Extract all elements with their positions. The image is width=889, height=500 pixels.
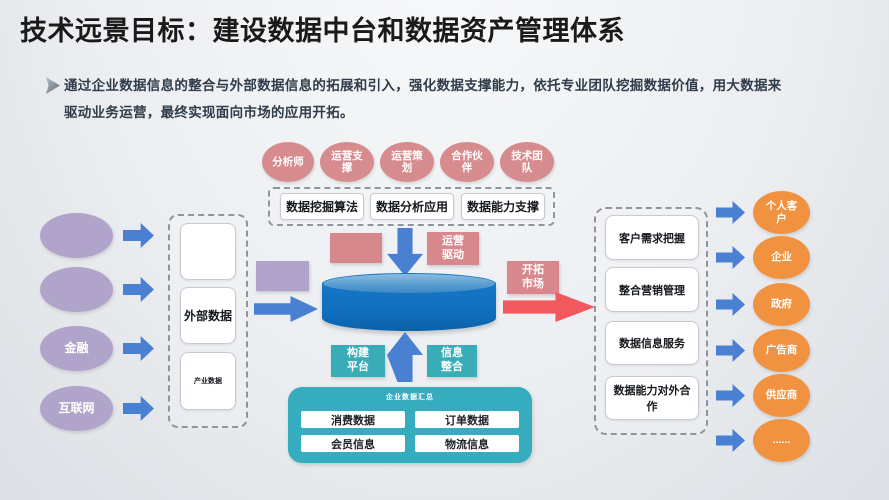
role-partner: 合作伙伴 [440, 142, 494, 182]
info-integration-label: 信息整合 [427, 345, 477, 377]
service-marketing-mgmt: 整合营销管理 [605, 267, 699, 312]
arrow-right-red-icon [503, 292, 595, 322]
service-external-coop: 数据能力对外合作 [605, 376, 699, 420]
customer-more: ...... [753, 419, 810, 462]
service-data-info: 数据信息服务 [605, 321, 699, 365]
arrow-right-icon [123, 336, 154, 361]
purple-connector-rect [256, 261, 309, 291]
arrow-up-icon [387, 332, 423, 382]
capability-data-mining: 数据挖掘算法 [280, 193, 364, 220]
arrow-right-icon [716, 339, 745, 362]
cylinder-top [322, 273, 496, 294]
customer-enterprise: 企业 [753, 236, 810, 279]
arrow-right-icon [716, 201, 745, 224]
cell-member-info: 会员信息 [301, 435, 405, 452]
operation-drive-label: 运营驱动 [427, 232, 479, 265]
external-data-empty-box [180, 223, 236, 280]
source-internet: 互联网 [40, 386, 113, 431]
role-tech-team: 技术团队 [500, 142, 554, 182]
arrow-down-icon [387, 228, 423, 276]
customer-personal: 个人客户 [753, 191, 810, 234]
arrow-right-icon [716, 293, 745, 316]
cell-logistics-info: 物流信息 [415, 435, 519, 452]
enterprise-data-title: 企业数据汇总 [386, 394, 434, 401]
arrow-right-icon [716, 246, 745, 269]
cell-order-data: 订单数据 [415, 411, 519, 428]
arrow-right-icon [123, 223, 154, 248]
market-expand-label: 开拓市场 [507, 261, 559, 294]
source-ellipse-2 [40, 267, 113, 312]
external-data-box: 外部数据 [180, 287, 236, 344]
arrow-right-icon [254, 296, 318, 322]
intro-line-1: 通过企业数据信息的整合与外部数据信息的拓展和引入，强化数据支撑能力，依托专业团队… [64, 78, 782, 93]
build-platform-label: 构建平台 [331, 345, 385, 377]
industry-data-box: 产业数据 [180, 352, 236, 410]
role-operation-planning: 运营策划 [380, 142, 434, 182]
capability-data-support: 数据能力支撑 [461, 193, 545, 220]
data-platform-cylinder [322, 273, 496, 331]
capability-data-analysis: 数据分析应用 [370, 193, 454, 220]
role-operation-support: 运营支撑 [320, 142, 374, 182]
arrow-right-icon [123, 277, 154, 302]
arrow-right-icon [716, 429, 745, 452]
role-analyst: 分析师 [262, 142, 314, 182]
arrow-right-icon [716, 384, 745, 407]
intro-line-2: 驱动业务运营，最终实现面向市场的应用开拓。 [64, 105, 354, 120]
intro-paragraph: 通过企业数据信息的整合与外部数据信息的拓展和引入，强化数据支撑能力，依托专业团队… [64, 72, 844, 126]
enterprise-data-grid: 消费数据 订单数据 会员信息 物流信息 [301, 411, 519, 452]
enterprise-data-box: 企业数据汇总 消费数据 订单数据 会员信息 物流信息 [288, 387, 532, 463]
source-ellipse-1 [40, 213, 113, 258]
service-customer-insight: 客户需求把握 [605, 215, 699, 260]
bullet-arrow-icon [46, 77, 60, 94]
customer-supplier: 供应商 [753, 374, 810, 417]
customer-advertiser: 广告商 [753, 329, 810, 372]
pink-connector-rect [330, 233, 382, 263]
page-title: 技术远景目标：建设数据中台和数据资产管理体系 [20, 16, 625, 46]
cell-consumption-data: 消费数据 [301, 411, 405, 428]
customer-government: 政府 [753, 283, 810, 326]
source-finance: 金融 [40, 326, 113, 371]
arrow-right-icon [123, 396, 154, 421]
